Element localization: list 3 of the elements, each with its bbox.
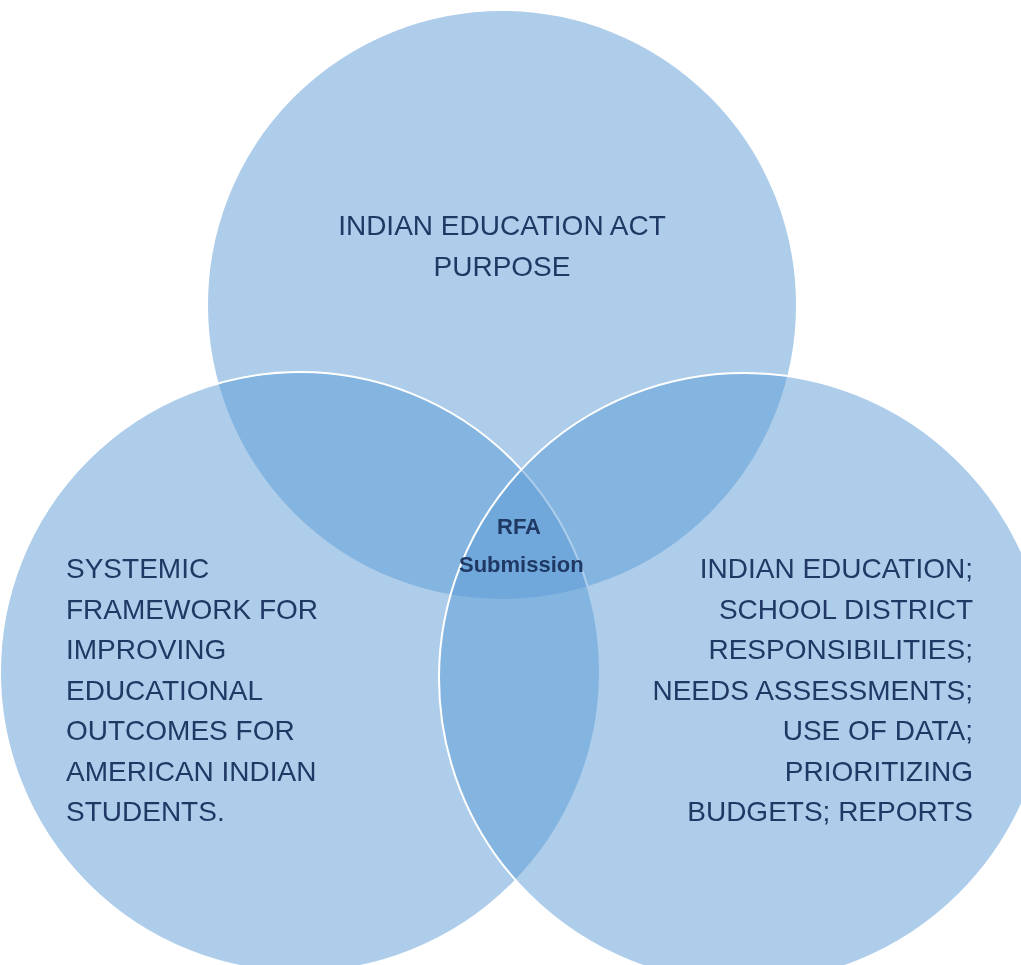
circle-label: SYSTEMIC FRAMEWORK FOR IMPROVING EDUCATIONAL OUTCOMES FOR AMERICAN INDIAN STUDENTS. xyxy=(66,552,319,829)
circle-label: INDIAN EDUCATION ACT PURPOSE xyxy=(337,209,667,284)
circle-label: INDIAN EDUCATION; SCHOOL DISTRICT RESPONSIBILITIES; NEEDS ASSESSMENTS; USE OF DATA; PRIORITIZING BUDGETS; REPORTS xyxy=(651,552,973,829)
